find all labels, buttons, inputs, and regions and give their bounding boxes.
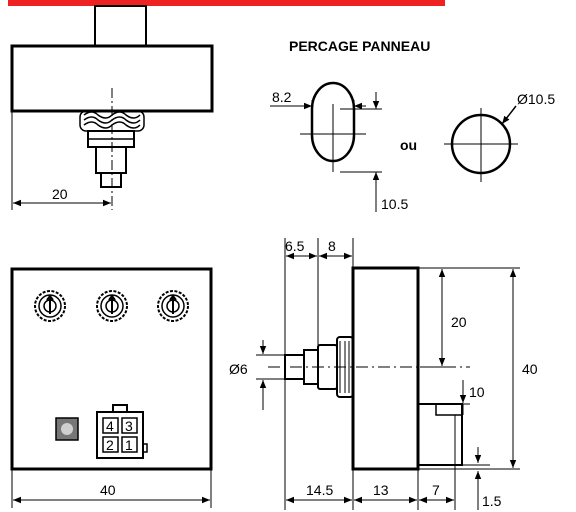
dim-label-8: 8 xyxy=(328,238,336,254)
front-view xyxy=(10,267,213,508)
connector xyxy=(96,404,148,459)
dim-label-top-20: 20 xyxy=(52,186,68,202)
dim-label-13: 13 xyxy=(373,482,389,498)
dim-label-6-5: 6.5 xyxy=(285,238,305,254)
front-view-body xyxy=(10,267,213,471)
side-view xyxy=(256,238,520,510)
knob-2 xyxy=(96,290,128,322)
pin-1: 1 xyxy=(125,437,133,453)
or-label: ou xyxy=(400,137,417,153)
top-view-nut xyxy=(79,110,145,188)
oblong-hole xyxy=(310,81,356,163)
panel-cutout xyxy=(270,81,518,212)
panel-cutout-title: PERCAGE PANNEAU xyxy=(289,38,430,54)
dim-label-side-20: 20 xyxy=(451,314,467,330)
dim-label-10-5: 10.5 xyxy=(381,196,408,212)
dim-label-phi6: Ø6 xyxy=(229,361,248,377)
dim-label-front-40: 40 xyxy=(100,482,116,498)
pin-4: 4 xyxy=(106,418,114,434)
dim-label-diameter-10-5: Ø10.5 xyxy=(517,91,555,107)
dim-label-side-40: 40 xyxy=(522,361,538,377)
top-view-cap xyxy=(94,5,147,47)
dim-label-1-5: 1.5 xyxy=(482,493,502,509)
top-view xyxy=(10,5,214,210)
top-banner xyxy=(8,0,445,6)
pin-3: 3 xyxy=(125,418,133,434)
pin-2: 2 xyxy=(106,437,114,453)
dim-label-7: 7 xyxy=(432,482,440,498)
side-view-body xyxy=(351,266,420,471)
knob-1 xyxy=(34,290,66,322)
dim-label-14-5: 14.5 xyxy=(306,482,333,498)
dim-label-10: 10 xyxy=(469,384,485,400)
knob-3 xyxy=(157,290,189,322)
diameter-leader xyxy=(501,105,517,125)
dim-label-8-2: 8.2 xyxy=(272,89,292,105)
